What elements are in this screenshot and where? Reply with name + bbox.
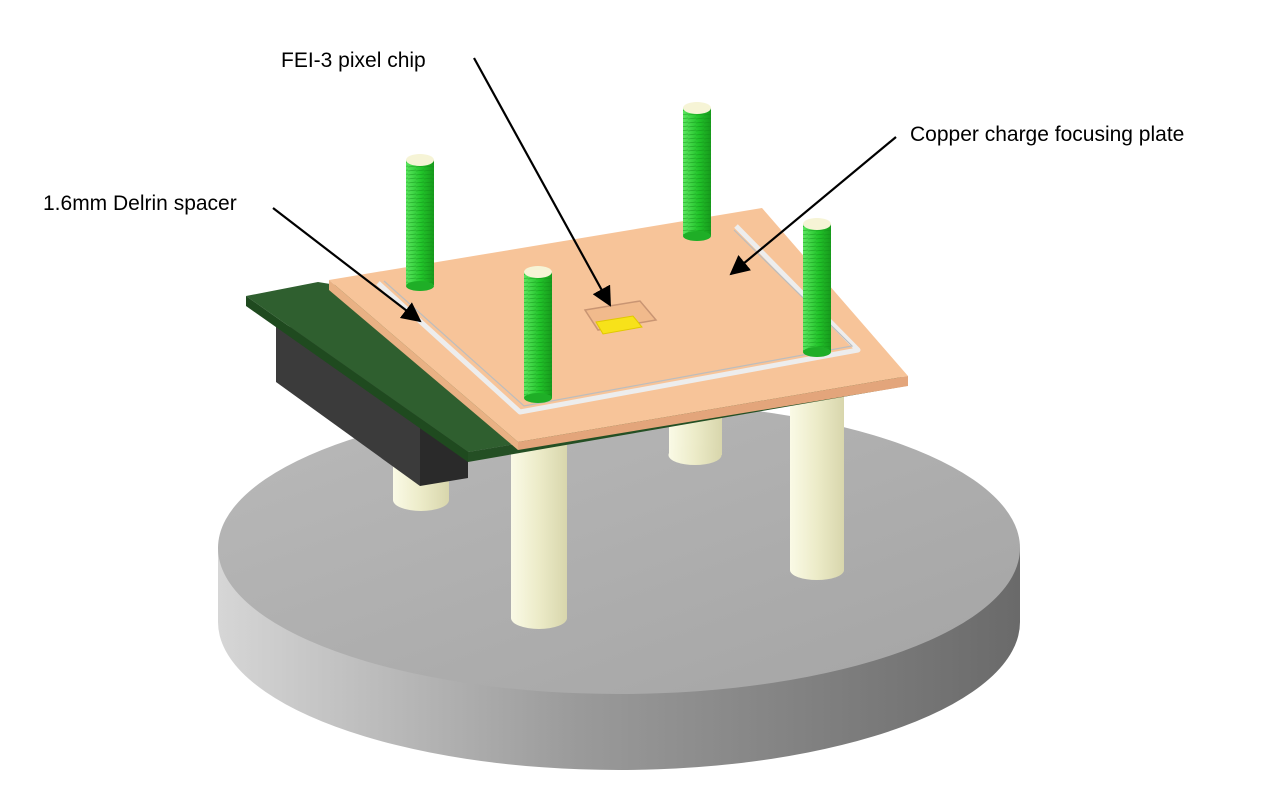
fei3-pixel-chip [595,315,643,335]
arrow-spacer [272,207,422,323]
copper-plate-edge [518,376,908,450]
arrow-chip [473,57,611,307]
arrow-plate [729,136,897,276]
delrin-spacer [376,224,861,415]
callout-arrows [272,57,897,323]
rod-back-right [683,102,711,241]
threaded-rods [406,102,831,403]
label-spacer: 1.6mm Delrin spacer [43,192,237,215]
support-posts [393,380,844,629]
post-front-left [511,420,567,629]
label-chip: FEI-3 pixel chip [281,49,426,72]
base-top [218,402,1020,694]
rod-front-right [803,218,831,357]
rod-back-left [406,154,434,291]
rod-front-left [524,266,552,403]
post-front-right [790,380,844,580]
label-plate: Copper charge focusing plate [910,123,1184,146]
base-cylinder [218,402,1020,770]
